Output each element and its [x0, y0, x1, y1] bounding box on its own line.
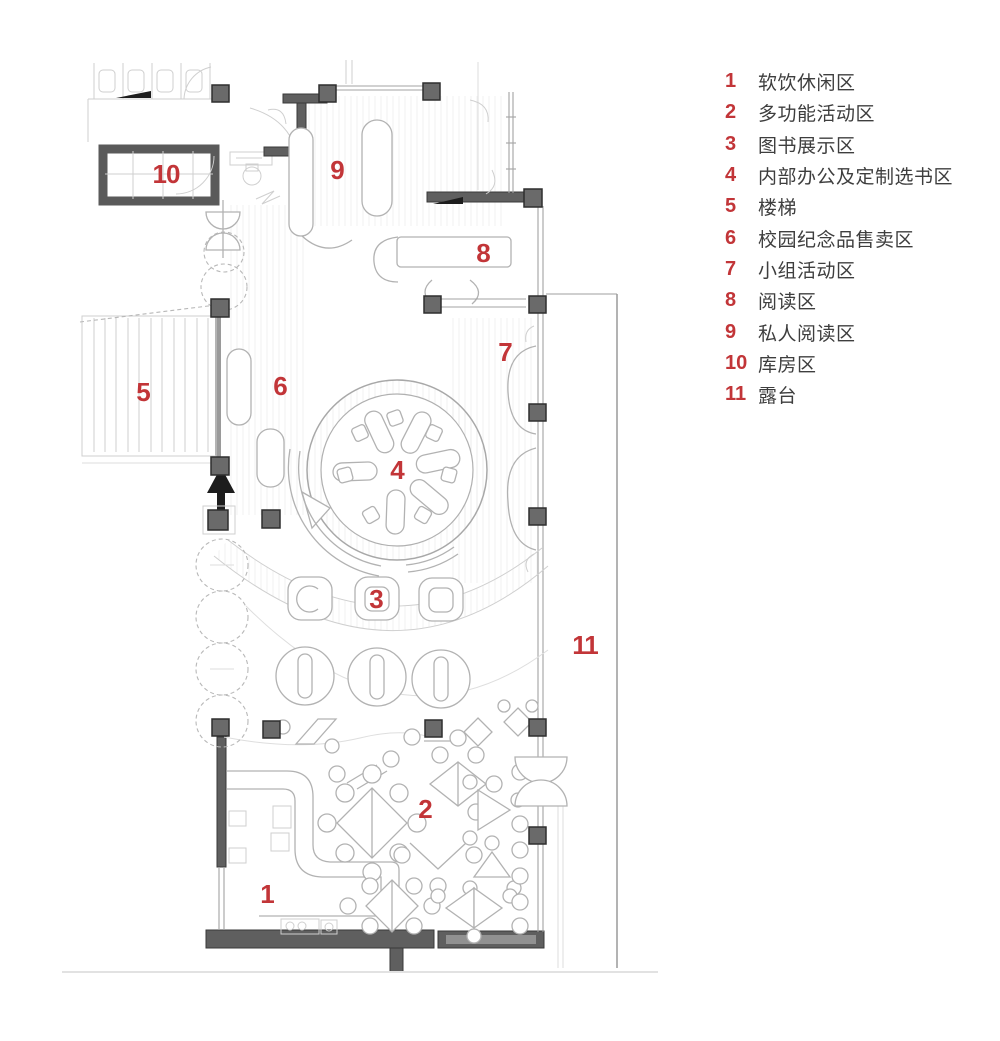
activity-tables [275, 699, 539, 944]
legend-item-1: 1 软饮休闲区 [725, 66, 953, 97]
legend-label: 软饮休闲区 [758, 73, 856, 95]
legend-number: 10 [725, 351, 748, 374]
legend-item-4: 4 内部办公及定制选书区 [725, 160, 953, 191]
zone-marker-4: 4 [390, 455, 405, 485]
dashed-circles [195, 538, 249, 748]
legend-label: 小组活动区 [758, 260, 856, 282]
windows [336, 85, 544, 932]
stairs [79, 304, 217, 464]
legend-label: 图书展示区 [758, 135, 856, 157]
entry-arrow [202, 467, 236, 535]
legend-label: 露台 [758, 386, 798, 408]
legend-item-8: 8 阅读区 [725, 285, 953, 316]
zone-marker-1: 1 [260, 879, 275, 909]
legend: 1 软饮休闲区 2 多功能活动区 3 图书展示区 4 内部办公及定制选书区 5 … [725, 66, 953, 410]
legend-number: 4 [725, 164, 737, 187]
legend-item-7: 7 小组活动区 [725, 254, 953, 285]
zone-marker-5: 5 [136, 377, 151, 407]
legend-label: 私人阅读区 [758, 323, 856, 345]
legend-item-3: 3 图书展示区 [725, 129, 953, 160]
legend-label: 校园纪念品售卖区 [758, 229, 915, 251]
zone-marker-7: 7 [498, 337, 513, 367]
legend-label: 库房区 [758, 354, 817, 376]
legend-number: 6 [725, 226, 737, 249]
adjacent-floor-fragment [87, 60, 479, 190]
bar-counter [227, 770, 400, 935]
legend-number: 2 [725, 101, 737, 124]
private-reading-furniture [267, 99, 496, 249]
zone-marker-10: 10 [152, 159, 181, 189]
legend-item-6: 6 校园纪念品售卖区 [725, 222, 953, 253]
legend-item-2: 2 多功能活动区 [725, 97, 953, 128]
legend-label: 阅读区 [758, 292, 817, 314]
legend-item-10: 10 库房区 [725, 348, 953, 379]
zone-marker-11: 11 [572, 630, 598, 660]
legend-number: 9 [725, 320, 737, 343]
columns [207, 82, 547, 845]
display-tables [287, 576, 464, 622]
zone-marker-8: 8 [476, 238, 491, 268]
legend-number: 11 [725, 383, 747, 406]
legend-number: 1 [725, 70, 737, 93]
circular-office [287, 379, 488, 577]
legend-item-11: 11 露台 [725, 379, 953, 410]
walls [205, 93, 545, 973]
legend-number: 7 [725, 257, 737, 280]
storage-room [98, 144, 220, 206]
souvenir-zone-furniture [200, 200, 285, 488]
legend-item-5: 5 楼梯 [725, 191, 953, 222]
legend-label: 内部办公及定制选书区 [758, 167, 954, 189]
zone-marker-6: 6 [273, 371, 288, 401]
legend-number: 8 [725, 289, 737, 312]
legend-item-9: 9 私人阅读区 [725, 316, 953, 347]
zone-marker-2: 2 [418, 794, 433, 824]
terrace-door [514, 756, 568, 807]
legend-number: 3 [725, 132, 737, 155]
reading-zone-furniture [373, 236, 526, 308]
zone-marker-9: 9 [330, 155, 345, 185]
round-slot-tables [275, 646, 471, 709]
zone-marker-3: 3 [369, 584, 384, 614]
terrace-boundary [62, 293, 658, 973]
legend-label: 多功能活动区 [758, 104, 876, 126]
legend-number: 5 [725, 195, 737, 218]
legend-label: 楼梯 [758, 198, 798, 220]
